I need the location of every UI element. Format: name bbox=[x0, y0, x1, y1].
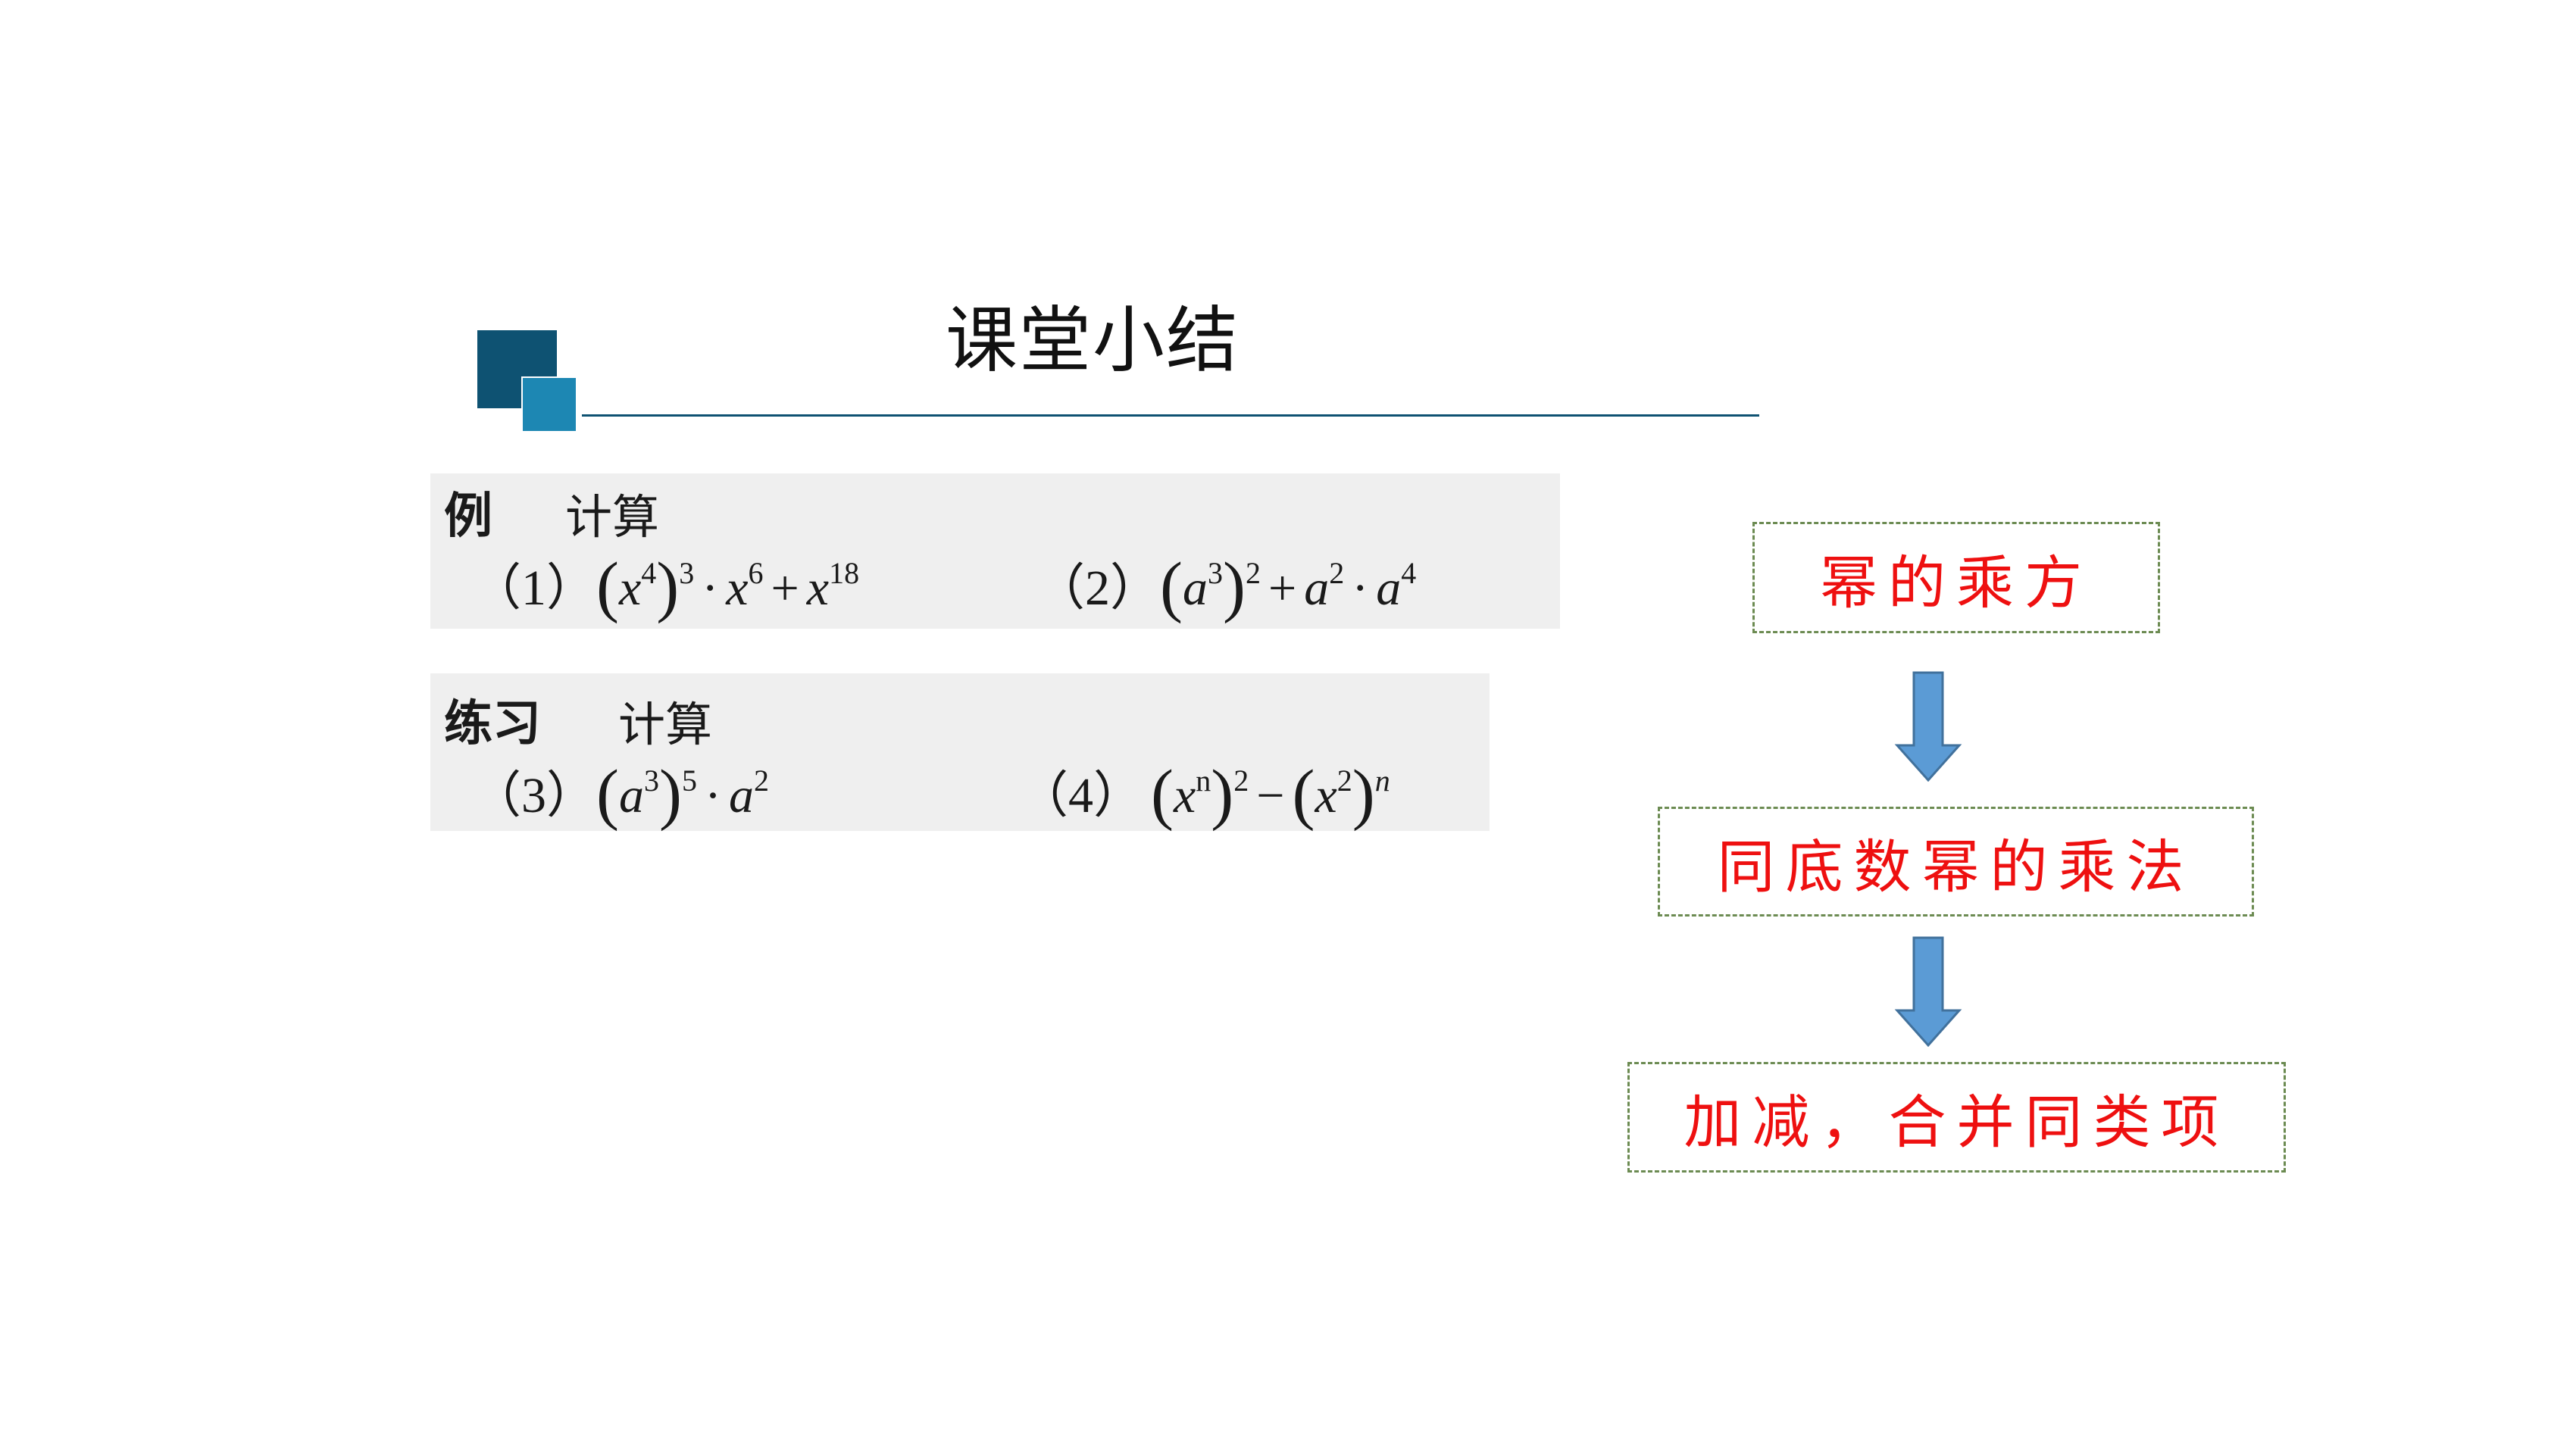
example-item-2: （2）(a3)2+a2·a4 bbox=[1035, 549, 1417, 624]
down-arrow-icon bbox=[1894, 936, 1962, 1047]
practice-label: 练习 bbox=[444, 696, 541, 752]
example-item-1-number: （1） bbox=[471, 561, 596, 616]
practice-panel bbox=[430, 673, 1490, 831]
practice-item-4-number: （4） bbox=[1018, 768, 1143, 823]
example-item-2-number: （2） bbox=[1035, 561, 1160, 616]
example-panel bbox=[430, 473, 1560, 629]
flow-step-3-text: 加减，合并同类项 bbox=[1683, 1088, 2230, 1156]
title-underline bbox=[582, 414, 1759, 417]
down-arrow-icon bbox=[1894, 671, 1962, 782]
practice-item-3: （3）(a3)5·a2 bbox=[471, 757, 769, 832]
flow-step-2-text: 同底数幂的乘法 bbox=[1717, 832, 2195, 901]
flow-step-1-text: 幂的乘方 bbox=[1820, 548, 2093, 617]
example-instruction: 计算 bbox=[565, 489, 660, 545]
flow-step-combine-like-terms: 加减，合并同类项 bbox=[1627, 1062, 2286, 1173]
flow-step-power-of-power: 幂的乘方 bbox=[1752, 522, 2160, 633]
practice-instruction: 计算 bbox=[618, 697, 713, 752]
slide-title: 课堂小结 bbox=[946, 299, 1240, 383]
flow-step-same-base-multiplication: 同底数幂的乘法 bbox=[1658, 807, 2254, 917]
title-decoration-light-square bbox=[521, 376, 577, 433]
example-label: 例 bbox=[444, 489, 492, 545]
example-item-1: （1）(x4)3·x6+x18 bbox=[471, 549, 860, 624]
practice-item-3-number: （3） bbox=[471, 768, 596, 823]
practice-item-4: （4）(xn)2−(x2)n bbox=[1018, 757, 1390, 832]
